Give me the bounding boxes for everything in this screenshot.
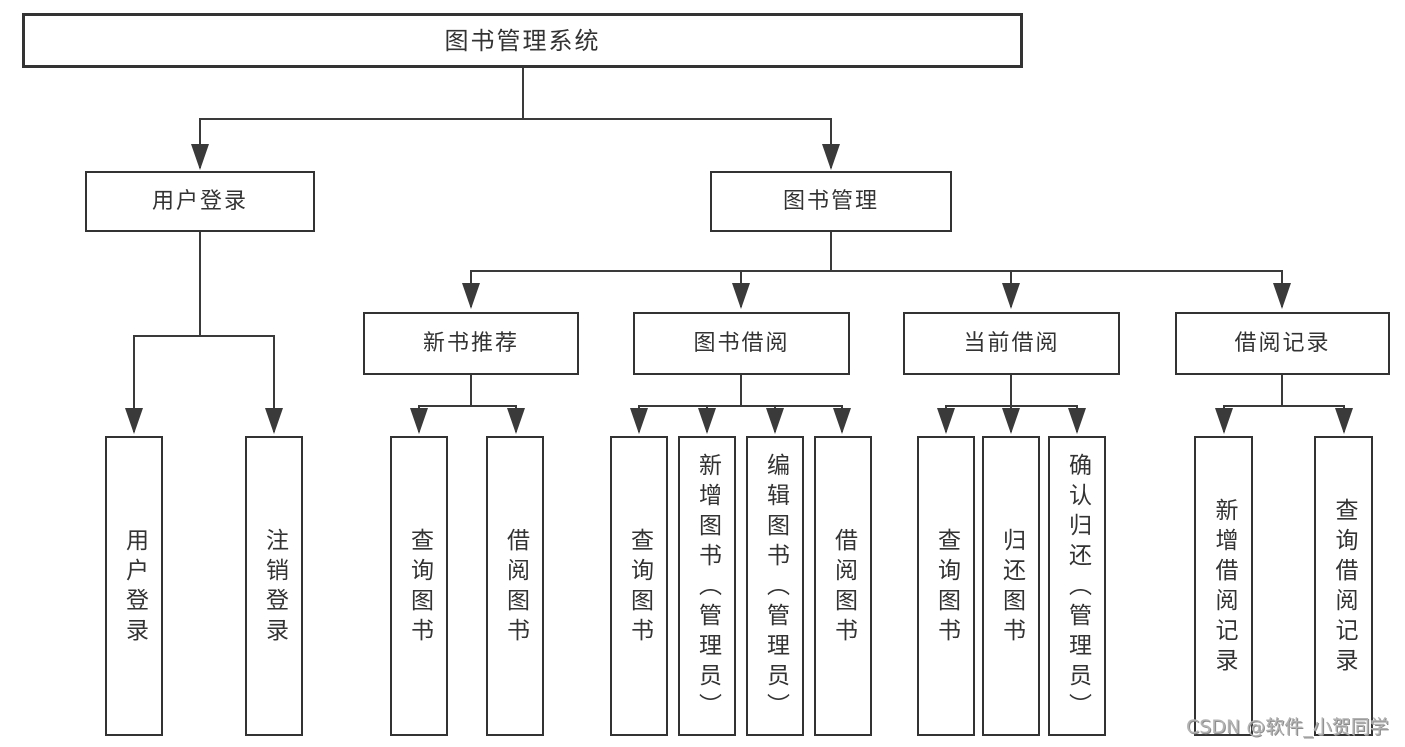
leaf-node-add-book-admin: 新增图书（管理员） [678,436,736,736]
node-library-management-system: 图书管理系统 [22,13,1023,68]
connector-user-login-trunk [133,232,275,337]
connector-new-books-trunk [418,375,517,407]
leaf-node-borrow-books-recommend: 借阅图书 [486,436,544,736]
leaf-node-logout: 注销登录 [245,436,303,736]
leaf-node-add-borrow-record: 新增借阅记录 [1194,436,1253,736]
connector-current-borrow-trunk [945,375,1078,407]
leaf-node-query-books-current: 查询图书 [917,436,975,736]
leaf-node-edit-book-admin: 编辑图书（管理员） [746,436,804,736]
connector-book-mgmt-trunk [470,232,1283,272]
leaf-node-query-books-recommend: 查询图书 [390,436,448,736]
node-user-login: 用户登录 [85,171,315,232]
node-book-borrowing: 图书借阅 [633,312,850,375]
node-new-book-recommend: 新书推荐 [363,312,579,375]
leaf-node-query-books-borrowing: 查询图书 [610,436,668,736]
node-borrowing-records: 借阅记录 [1175,312,1390,375]
csdn-watermark: CSDN @软件_小贺同学 [1186,716,1389,738]
leaf-node-query-borrow-record: 查询借阅记录 [1314,436,1373,736]
node-book-management: 图书管理 [710,171,952,232]
leaf-node-return-book: 归还图书 [982,436,1040,736]
node-current-borrowing: 当前借阅 [903,312,1120,375]
leaf-node-user-login: 用户登录 [105,436,163,736]
leaf-node-confirm-return-admin: 确认归还（管理员） [1048,436,1106,736]
leaf-node-borrow-books: 借阅图书 [814,436,872,736]
connector-book-borrow-trunk [638,375,843,407]
connector-borrow-records-trunk [1223,375,1345,407]
connector-root-trunk [199,68,832,120]
